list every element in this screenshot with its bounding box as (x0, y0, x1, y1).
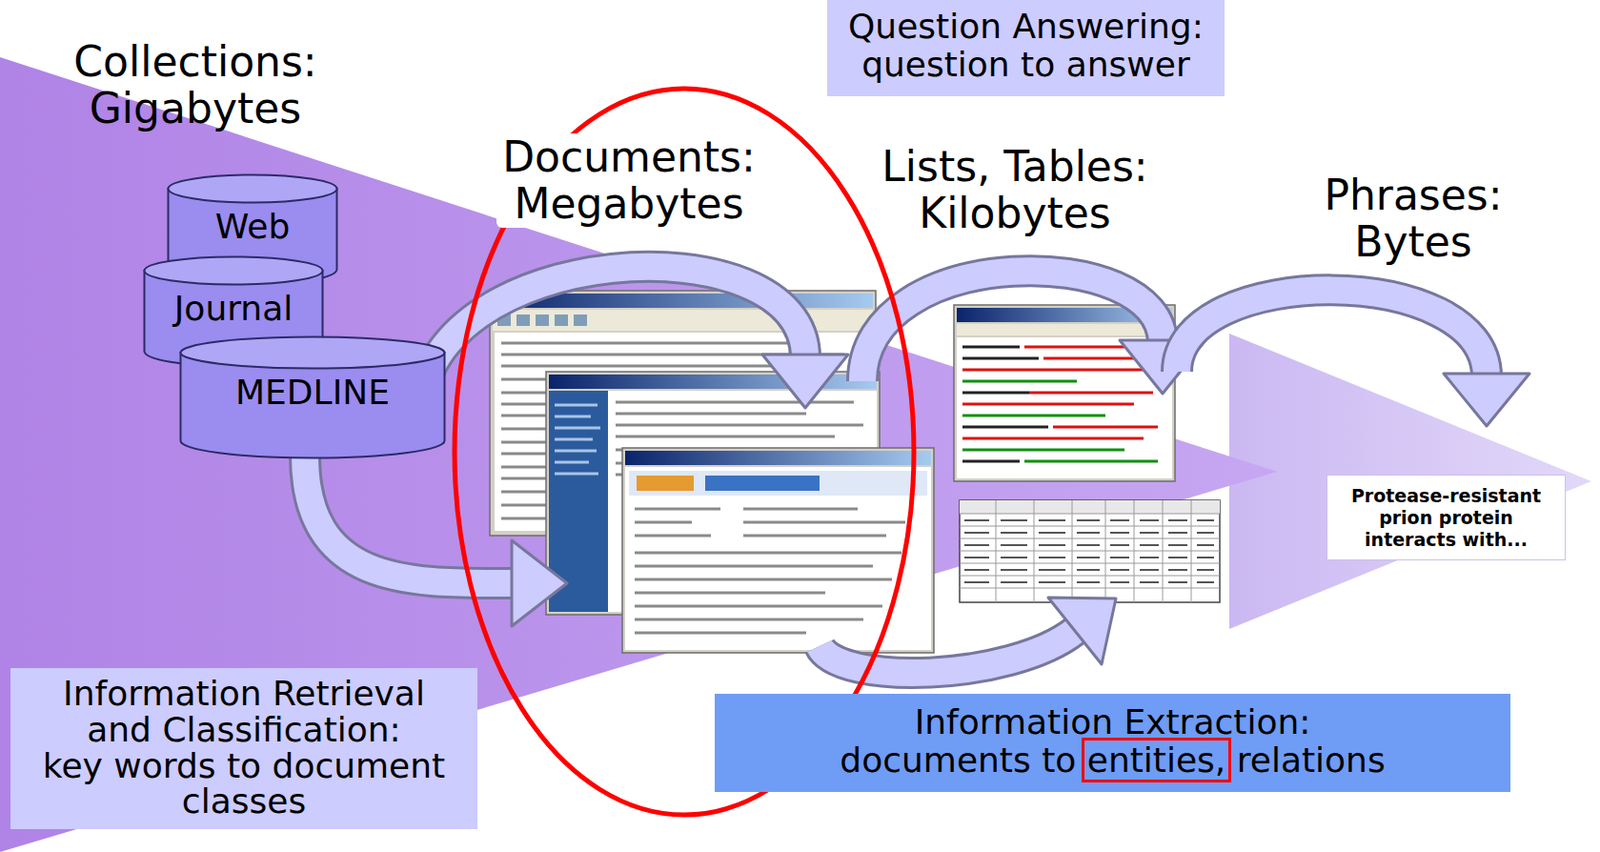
box-body: documents to entities, relations (733, 741, 1492, 780)
stage-label: Documents: Megabytes (496, 133, 762, 228)
table-grid (959, 500, 1220, 603)
list-window (953, 304, 1175, 482)
stage-label: Phrases: Bytes (1323, 171, 1502, 266)
box-heading: Question Answering: (848, 7, 1204, 46)
database-label: Journal (174, 289, 294, 328)
box-body: question to answer (848, 45, 1204, 84)
box-body: key words to document classes (34, 748, 454, 821)
page-banner (628, 470, 928, 496)
arrow-outline (304, 455, 512, 584)
arrow-body (1176, 289, 1487, 377)
table-frame (959, 500, 1220, 603)
database-label: MEDLINE (235, 373, 390, 412)
flow-arrow (862, 270, 1206, 394)
arrow-outline (819, 630, 1075, 673)
arrow-head (762, 354, 849, 408)
banner-logo (636, 475, 694, 491)
task-box: Information Extraction:documents to enti… (714, 693, 1511, 792)
arrow-head (1443, 373, 1530, 426)
arrow-head (511, 540, 568, 627)
task-box: Information Retrieval and Classification… (10, 668, 478, 830)
window-menu (956, 324, 1173, 336)
flow-arrow (304, 455, 568, 627)
flow-arrow (419, 266, 849, 420)
phrase-box: Protease-resistant prion protein interac… (1326, 474, 1566, 561)
box-heading: Information Retrieval and Classification… (34, 675, 454, 749)
list-lines (962, 346, 1158, 439)
phrase-text: Protease-resistant prion protein interac… (1338, 485, 1554, 550)
arrow-head (1048, 597, 1116, 665)
toolbar-icons (497, 314, 588, 326)
arrow-body (304, 455, 512, 584)
arrow-outline (1176, 289, 1487, 377)
window-frame (953, 304, 1175, 482)
arrow-body (819, 630, 1075, 673)
table-cells (964, 520, 1215, 583)
cylinder-top (181, 337, 446, 369)
cylinder-top (144, 257, 324, 285)
table-header (959, 500, 1220, 514)
question-box: Question Answering:question to answer (827, 0, 1225, 97)
text-lines (634, 508, 906, 633)
flow-arrow (819, 597, 1116, 673)
stage-chevron (1229, 333, 1592, 629)
banner-title (705, 475, 820, 491)
cylinder-top (168, 175, 338, 203)
window-title-bar (625, 450, 932, 466)
list-lines (962, 381, 1158, 462)
panel-lines (554, 405, 601, 474)
database-cylinder: MEDLINE (179, 335, 446, 460)
stage-label: Lists, Tables: Kilobytes (833, 142, 1196, 238)
box-heading: Information Extraction: (733, 703, 1492, 742)
flow-arrow (1176, 289, 1530, 426)
table-snippet (959, 500, 1220, 603)
database-label: Web (215, 207, 291, 246)
stage-label: Collections: Gigabytes (73, 38, 317, 133)
